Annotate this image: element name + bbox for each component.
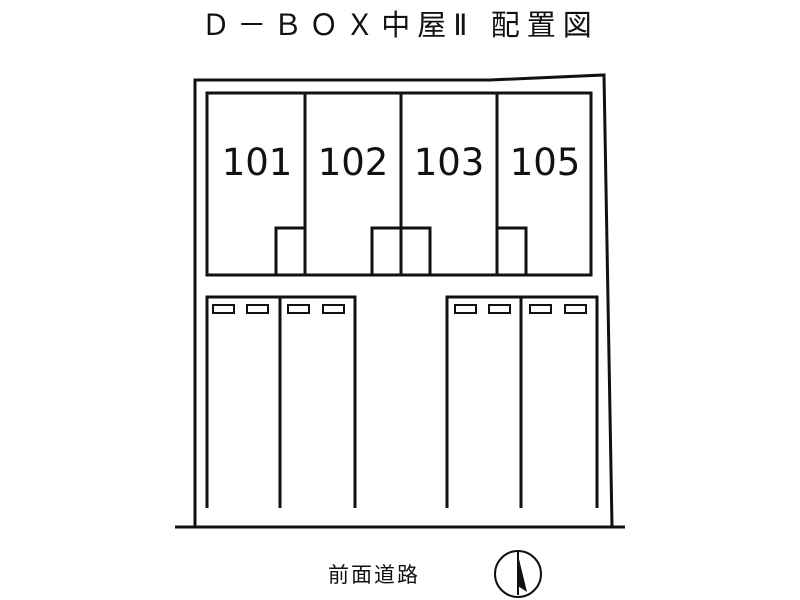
wheel-stop — [529, 304, 552, 314]
front-road-label: 前面道路 — [328, 563, 420, 587]
page-title: Ｄ－ＢＯＸ中屋Ⅱ 配置図 — [201, 8, 599, 42]
north-arrow-icon — [494, 550, 542, 598]
wheel-stop — [287, 304, 310, 314]
entrance-porch — [495, 226, 528, 277]
wheel-stop — [564, 304, 587, 314]
entrance-porch — [399, 226, 432, 277]
wheel-stop — [322, 304, 345, 314]
wheel-stop — [212, 304, 235, 314]
entrance-porch — [370, 226, 403, 277]
wheel-stop — [454, 304, 477, 314]
unit-label-101: 101 — [222, 141, 293, 184]
wheel-stop — [246, 304, 269, 314]
site-boundary — [193, 73, 614, 528]
wheel-stop — [488, 304, 511, 314]
building-outline — [205, 91, 593, 277]
unit-label-103: 103 — [414, 141, 485, 184]
unit-label-102: 102 — [318, 141, 389, 184]
entrance-porch — [274, 226, 307, 277]
unit-label-105: 105 — [510, 141, 581, 184]
